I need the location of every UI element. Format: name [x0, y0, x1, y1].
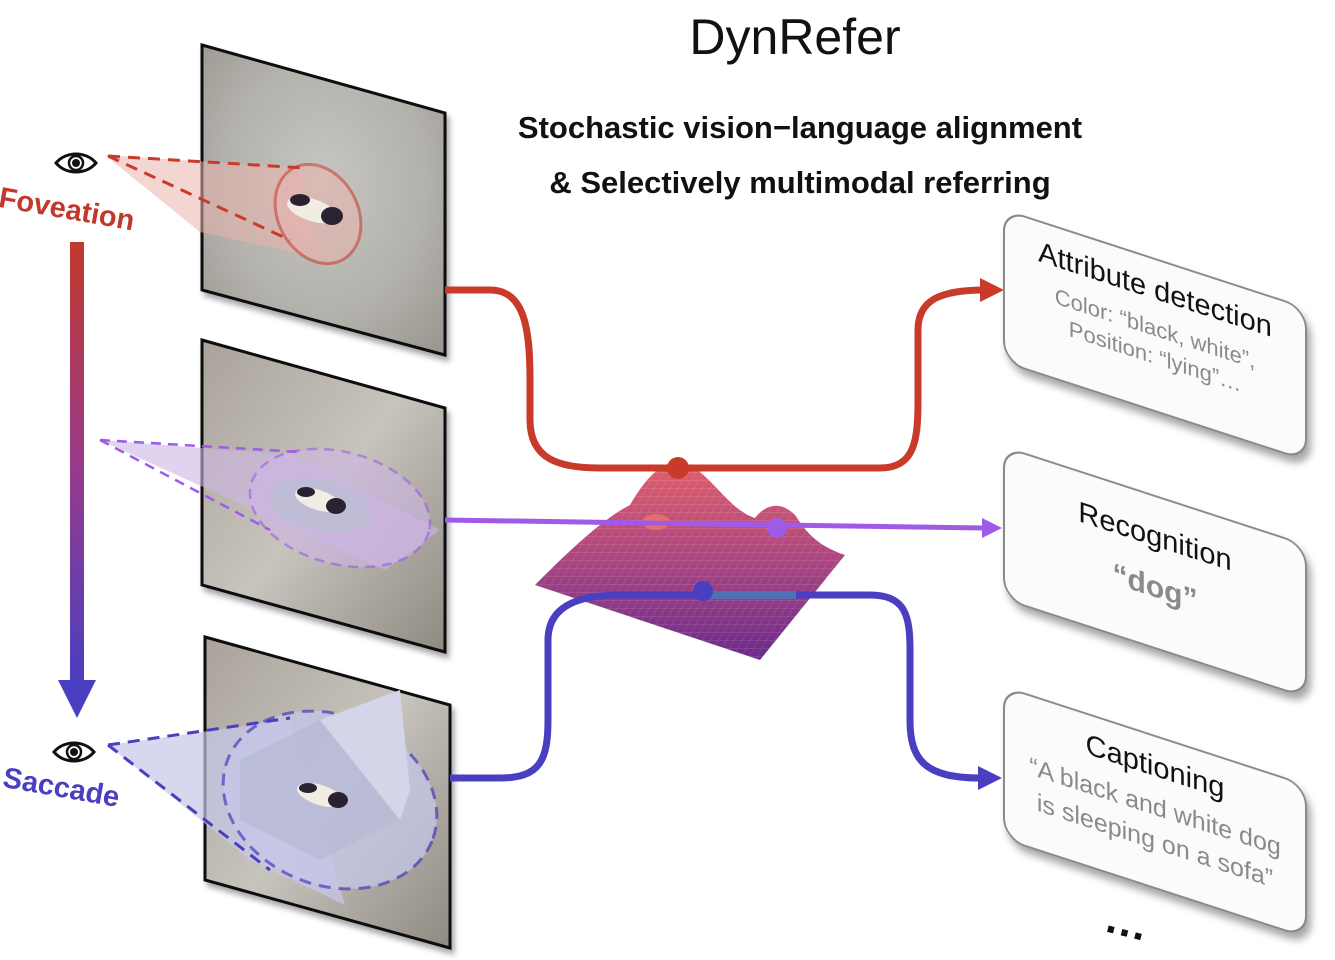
foveation-cone [105, 155, 320, 258]
arrow-head-icon [982, 518, 1002, 538]
subtitle-line-2: & Selectively multimodal referring [549, 165, 1051, 200]
arrow-head-icon [978, 766, 1002, 790]
alignment-surface [535, 461, 845, 660]
intermediate-sample-point [767, 518, 787, 538]
dog-on-cushion [268, 477, 372, 533]
dog-on-sofa [240, 690, 410, 860]
subtitle-line-1: Stochastic vision−language alignment [517, 110, 1083, 145]
arrow-head-icon [58, 680, 96, 718]
foveation-sample-point [667, 457, 689, 479]
dog-thumbnail [287, 194, 343, 225]
arrow-head-icon [980, 278, 1004, 302]
saccade-path [450, 591, 981, 782]
saccade-sample-point [693, 581, 713, 601]
eye-icon [54, 152, 98, 174]
foveation-path [445, 286, 986, 472]
intermediate-path [444, 517, 986, 531]
diagram-title: DynRefer [689, 9, 901, 65]
eye-icon [52, 741, 96, 763]
foveation-to-saccade-arrow-shaft [70, 242, 84, 682]
